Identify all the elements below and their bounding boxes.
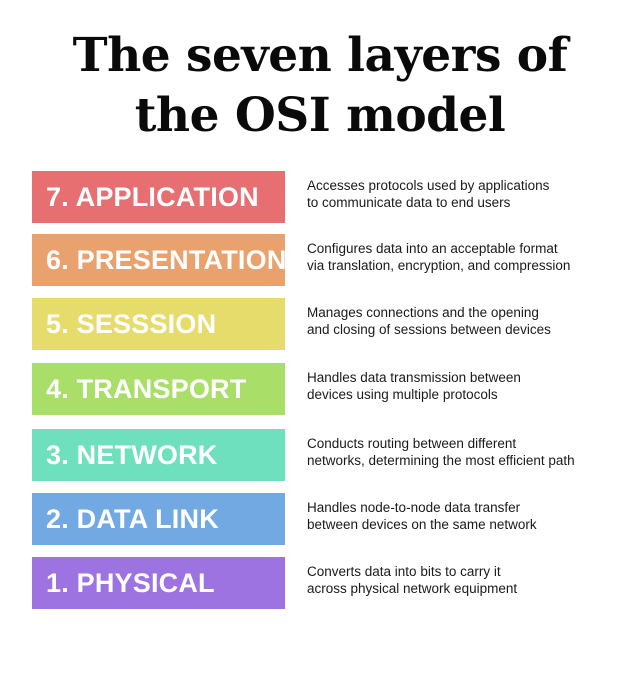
layer-physical-row: 1. PHYSICAL Converts data into bits to c… <box>0 557 640 611</box>
description-line: networks, determining the most efficient… <box>307 453 575 468</box>
description-line: Handles data transmission between <box>307 370 521 385</box>
layer-presentation-label: 6. PRESENTATION <box>32 234 286 286</box>
description-line: between devices on the same network <box>307 517 537 532</box>
layer-application-label: 7. APPLICATION <box>32 171 285 223</box>
layer-session-row: 5. SESSSION Manages connections and the … <box>0 298 640 352</box>
description-line: Conducts routing between different <box>307 436 517 451</box>
layer-transport-row: 4. TRANSPORT Handles data transmission b… <box>0 363 640 417</box>
description-line: devices using multiple protocols <box>307 387 498 402</box>
layer-data-link-label: 2. DATA LINK <box>32 493 285 545</box>
description-line: across physical network equipment <box>307 581 518 596</box>
layer-network-label: 3. NETWORK <box>32 429 285 481</box>
description-line: Configures data into an acceptable forma… <box>307 241 558 256</box>
title-line-2: the OSI model <box>134 88 506 143</box>
layer-physical-description: Converts data into bits to carry it acro… <box>307 563 627 597</box>
layer-application-row: 7. APPLICATION Accesses protocols used b… <box>0 171 640 225</box>
description-line: to communicate data to end users <box>307 195 511 210</box>
description-line: Accesses protocols used by applications <box>307 178 550 193</box>
layer-presentation-row: 6. PRESENTATION Configures data into an … <box>0 234 640 288</box>
description-line: via translation, encryption, and compres… <box>307 258 571 273</box>
description-line: Manages connections and the opening <box>307 305 539 320</box>
layer-network-description: Conducts routing between different netwo… <box>307 435 627 469</box>
description-line: Converts data into bits to carry it <box>307 564 501 579</box>
page-title: The seven layers of the OSI model <box>0 26 640 146</box>
layer-session-description: Manages connections and the opening and … <box>307 304 627 338</box>
layer-data-link-description: Handles node-to-node data transfer betwe… <box>307 499 627 533</box>
title-line-1: The seven layers of <box>72 28 568 83</box>
description-line: Handles node-to-node data transfer <box>307 500 521 515</box>
layer-presentation-description: Configures data into an acceptable forma… <box>307 240 627 274</box>
layer-physical-label: 1. PHYSICAL <box>32 557 285 609</box>
layer-application-description: Accesses protocols used by applications … <box>307 177 627 211</box>
layer-session-label: 5. SESSSION <box>32 298 285 350</box>
description-line: and closing of sessions between devices <box>307 322 551 337</box>
layer-data-link-row: 2. DATA LINK Handles node-to-node data t… <box>0 493 640 547</box>
layer-transport-description: Handles data transmission between device… <box>307 369 627 403</box>
layer-transport-label: 4. TRANSPORT <box>32 363 285 415</box>
layer-network-row: 3. NETWORK Conducts routing between diff… <box>0 429 640 483</box>
